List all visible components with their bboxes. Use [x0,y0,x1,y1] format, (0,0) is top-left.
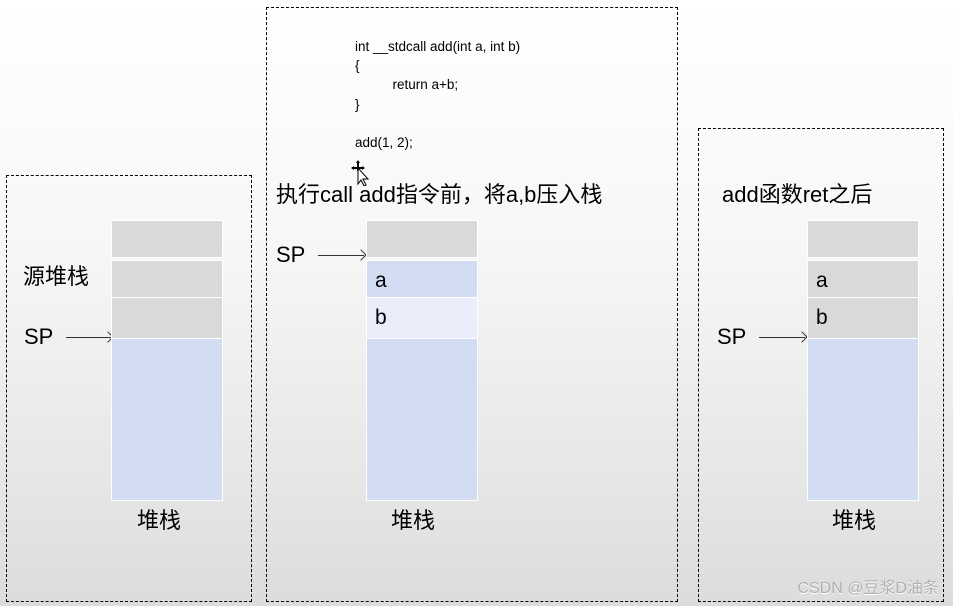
sp-arrow-middle [318,255,364,256]
cell-label: a [816,269,828,292]
stack-cell [366,220,478,258]
panel-before-call [266,7,678,602]
panel-after-ret [698,128,944,602]
sp-arrow-right [759,337,805,338]
move-cursor-icon [350,160,370,190]
code-line [355,114,520,133]
stack-cell-b: b [366,297,478,339]
sp-arrow-left [66,337,111,338]
code-line: return a+b; [355,77,459,93]
right-title: add函数ret之后 [722,182,873,207]
sp-label-middle: SP [276,242,306,267]
stack-cell [111,338,223,501]
stack-cell [807,338,919,501]
stack-cell [111,297,223,339]
code-block: int __stdcall add(int a, int b) { return … [355,37,520,152]
sp-label-left: SP [24,324,54,349]
stack-cell [111,220,223,258]
stack-label-right: 堆栈 [832,508,877,533]
stack-cell [111,260,223,298]
panel-source-stack [6,175,252,602]
cell-label: b [375,306,387,329]
middle-title: 执行call add指令前，将a,b压入栈 [276,182,603,207]
stack-label-left: 堆栈 [137,508,182,533]
code-line: } [355,96,360,112]
stack-cell [366,338,478,501]
watermark: CSDN @豆浆D油条 [797,580,939,597]
code-line: { [355,58,360,74]
stack-cell-b: b [807,297,919,339]
cell-label: b [816,306,828,329]
stack-label-middle: 堆栈 [391,508,436,533]
stack-cell-a: a [807,260,919,298]
stack-cell [807,220,919,258]
code-line: add(1, 2); [355,135,413,151]
source-stack-label: 源堆栈 [23,264,90,289]
cell-label: a [375,269,387,292]
sp-label-right: SP [717,324,747,349]
stack-cell-a: a [366,260,478,298]
code-line: int __stdcall add(int a, int b) [355,39,521,54]
